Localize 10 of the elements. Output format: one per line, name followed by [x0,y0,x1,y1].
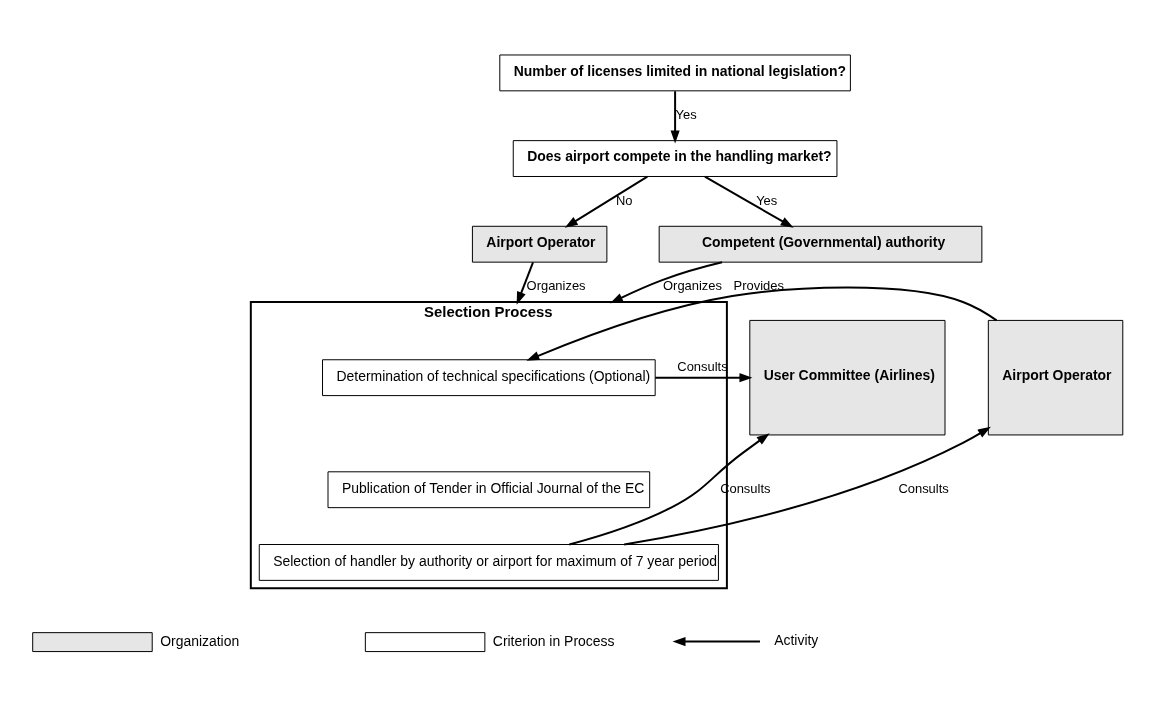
legend-label: Criterion in Process [492,632,615,649]
edge-label: Organizes [526,278,586,294]
edge-label: Yes [756,192,778,208]
edge-label: Yes [675,107,697,123]
edge-label: Organizes [663,278,723,294]
edge-label: Consults [898,481,949,497]
edge-label: No [616,192,633,208]
legend-label: Organization [160,632,240,649]
legend-label: Activity [774,632,819,649]
edge-label: Provides [733,278,784,294]
